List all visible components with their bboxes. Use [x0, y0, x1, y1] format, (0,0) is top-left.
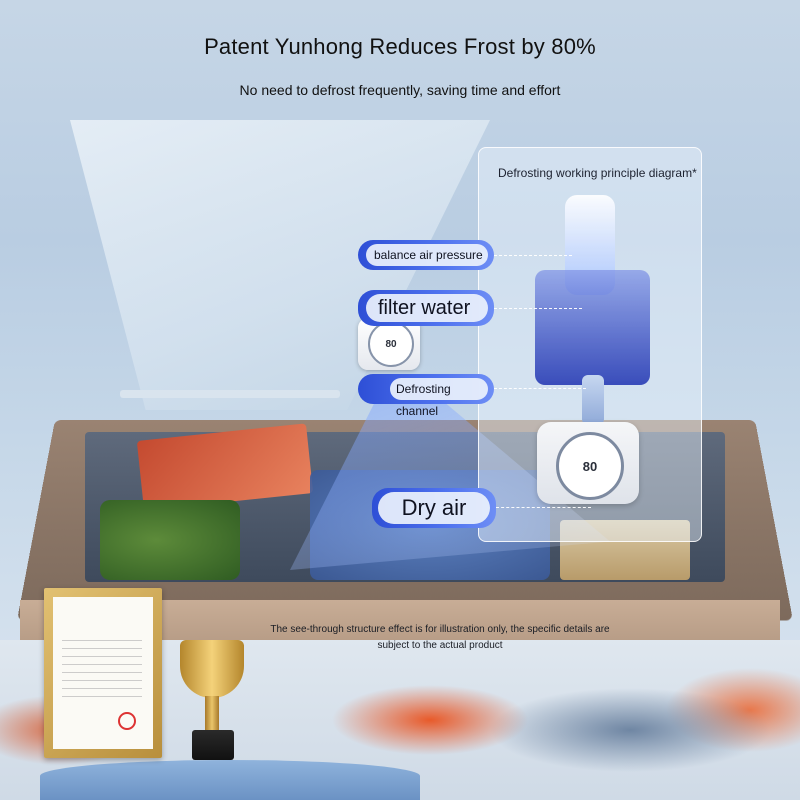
podium [40, 760, 420, 800]
connector-line [494, 255, 572, 256]
trophy-icon [180, 640, 244, 698]
label-text: Defrosting channel [390, 378, 488, 418]
label-text: filter water [366, 294, 488, 322]
connector-line [496, 507, 591, 508]
defrost-device-channel [582, 375, 604, 425]
certificate-seal-icon [118, 712, 136, 730]
freezer-lid-hinge [120, 390, 340, 398]
trophy-stem [205, 696, 219, 732]
label-filter-water: filter water [358, 290, 494, 326]
label-balance-air-pressure: balance air pressure [358, 240, 494, 270]
defrost-device-dial: 80 [556, 432, 624, 500]
connector-line [494, 308, 582, 309]
label-text: Dry air [378, 492, 490, 524]
disclaimer: The see-through structure effect is for … [270, 624, 610, 651]
diagram-title: Defrosting working principle diagram* [498, 166, 697, 180]
defrost-device-small-dial: 80 [368, 321, 414, 367]
food-bag-vegetables [100, 500, 240, 580]
label-defrosting-channel: ❄ Defrosting channel [358, 374, 744, 775]
certificate-text-lines [62, 640, 142, 700]
connector-line [494, 388, 586, 389]
headline: Patent Yunhong Reduces Frost by 80% [204, 34, 596, 59]
defrost-device-water-chamber [535, 270, 650, 385]
label-text: balance air pressure [366, 244, 488, 266]
trophy-base [192, 730, 234, 760]
label-dry-air: Dry air [372, 488, 496, 528]
subheadline: No need to defrost frequently, saving ti… [239, 82, 561, 98]
